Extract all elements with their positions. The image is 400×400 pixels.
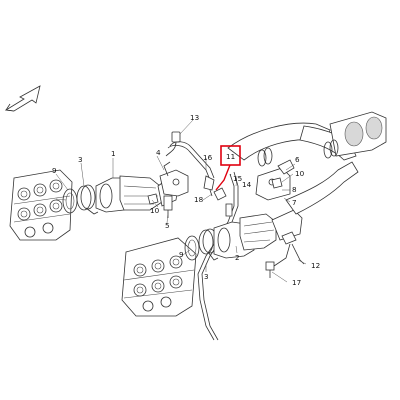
highlight-pointer bbox=[215, 164, 231, 191]
callout-5: 5 bbox=[165, 221, 170, 230]
callout-17: 17 bbox=[292, 278, 301, 287]
callout-9-upper: 9 bbox=[52, 166, 57, 175]
callout-9-lower: 9 bbox=[179, 250, 184, 259]
callout-13: 13 bbox=[190, 113, 199, 122]
callout-18: 18 bbox=[194, 195, 204, 204]
callout-10-right: 10 bbox=[295, 169, 305, 178]
callout-14: 14 bbox=[242, 180, 252, 189]
rear-silencer bbox=[329, 111, 387, 157]
callout-15: 15 bbox=[233, 174, 242, 183]
gasket-lower bbox=[184, 235, 200, 261]
leader-lines bbox=[55, 119, 307, 283]
exhaust-manifold-right bbox=[121, 237, 197, 317]
highlight-box bbox=[220, 145, 241, 166]
callout-3-upper: 3 bbox=[78, 155, 83, 164]
oxygen-sensor-13 bbox=[165, 131, 181, 157]
callout-10-upper: 10 bbox=[150, 206, 160, 215]
callout-12: 12 bbox=[311, 261, 320, 270]
fixing-10-right bbox=[271, 177, 283, 189]
exhaust-manifold-left bbox=[9, 169, 73, 241]
fixing-18 bbox=[213, 187, 227, 201]
callout-6: 6 bbox=[295, 155, 300, 164]
callout-7: 7 bbox=[292, 198, 297, 207]
direction-arrow-icon bbox=[4, 85, 41, 112]
pipe-16 bbox=[167, 141, 215, 197]
oxygen-sensor-12 bbox=[273, 231, 305, 267]
callout-16: 16 bbox=[203, 153, 213, 162]
rear-clamps bbox=[257, 139, 339, 167]
callout-4: 4 bbox=[156, 148, 161, 157]
bracket-upper bbox=[159, 161, 189, 197]
clamp-upper bbox=[76, 184, 99, 215]
callout-3-lower: 3 bbox=[204, 272, 209, 281]
callout-2: 2 bbox=[235, 253, 240, 262]
callouts: 1 2 3 3 4 5 6 7 8 9 9 10 10 11 12 13 14 … bbox=[52, 113, 320, 287]
catalytic-converter-lower bbox=[213, 209, 303, 259]
callout-1: 1 bbox=[111, 149, 116, 158]
callout-11: 11 bbox=[226, 152, 235, 161]
callout-8: 8 bbox=[292, 185, 297, 194]
fixing-17 bbox=[265, 261, 275, 278]
fixing-10-upper bbox=[147, 193, 159, 205]
